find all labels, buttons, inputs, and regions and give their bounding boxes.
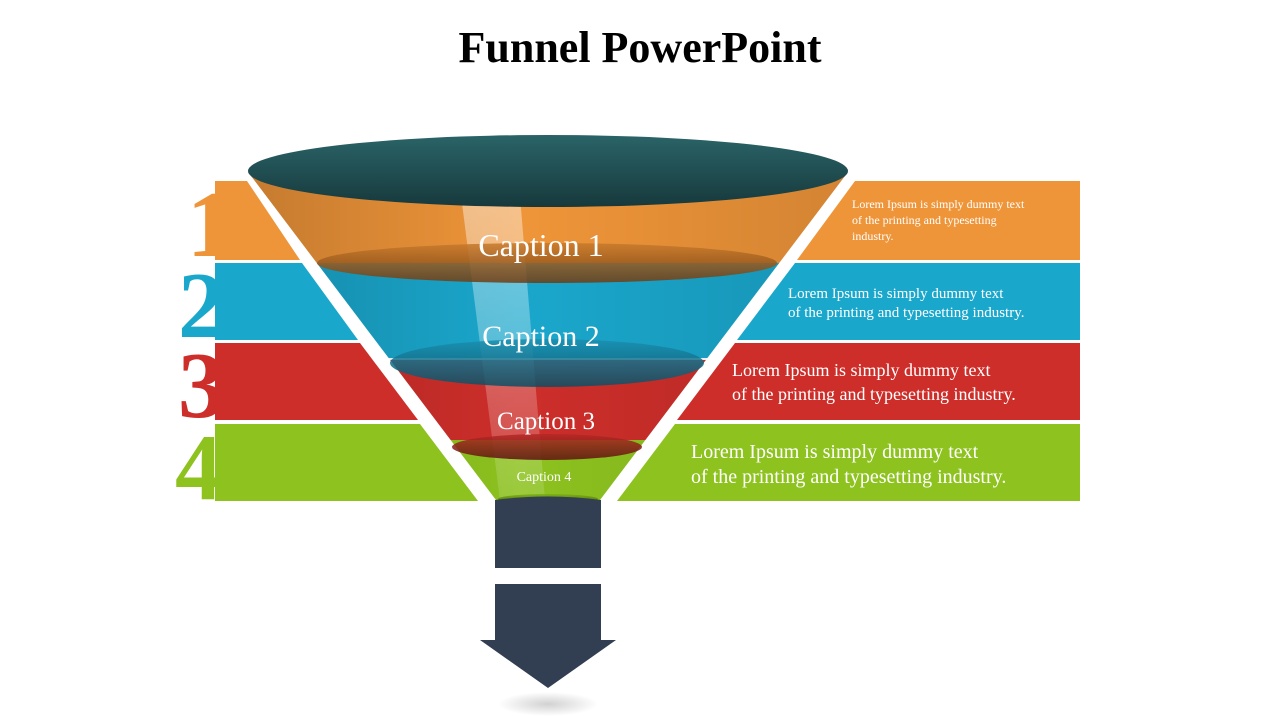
- stage-3-number: 3: [178, 334, 225, 438]
- stage-2-number: 2: [178, 254, 225, 358]
- funnel-spout: [495, 496, 601, 568]
- down-arrow-icon: [480, 584, 616, 688]
- stage-2-text-box: Lorem Ipsum is simply dummy text of the …: [737, 263, 1080, 340]
- funnel-divider-3: [452, 434, 642, 460]
- stage-3-text-line-2: of the printing and typesetting industry…: [732, 384, 1016, 404]
- funnel-divider-2: [390, 339, 704, 387]
- stage-4-text-box: Lorem Ipsum is simply dummy text of the …: [617, 424, 1080, 501]
- stage-1-text-line-1: Lorem Ipsum is simply dummy text: [852, 197, 1025, 211]
- stage-1-caption: Caption 1: [478, 227, 603, 263]
- stage-4-band-left: [215, 424, 478, 501]
- stage-3-text-box: Lorem Ipsum is simply dummy text of the …: [677, 343, 1080, 420]
- stage-3-caption: Caption 3: [497, 408, 595, 435]
- stage-4-text-line-2: of the printing and typesetting industry…: [691, 466, 1006, 488]
- stage-2-band-right: [737, 263, 1080, 340]
- stage-2-caption: Caption 2: [482, 320, 600, 353]
- stage-1-number: 1: [187, 173, 234, 277]
- stage-1-band-left: [215, 181, 300, 260]
- funnel-divider-1: [317, 243, 777, 283]
- stage-1-text-box: Lorem Ipsum is simply dummy text of the …: [797, 181, 1080, 260]
- stage-3-band-right: [677, 343, 1080, 420]
- stage-4-caption: Caption 4: [517, 470, 572, 485]
- stage-1-text-line-2: of the printing and typesetting: [852, 213, 997, 227]
- funnel-rim: [248, 135, 848, 207]
- stage-4-text-line-1: Lorem Ipsum is simply dummy text: [691, 441, 979, 463]
- arrow-shadow: [498, 692, 598, 716]
- slide-title: Funnel PowerPoint: [458, 23, 822, 72]
- stage-1-text-line-3: industry.: [852, 229, 894, 243]
- stage-1-band-right: [797, 181, 1080, 260]
- stage-2-text-line-2: of the printing and typesetting industry…: [788, 305, 1025, 321]
- stage-2-band-left: [215, 263, 358, 340]
- stage-2-text-line-1: Lorem Ipsum is simply dummy text: [788, 286, 1004, 302]
- stage-4-band-right: [617, 424, 1080, 501]
- stage-3-band-left: [215, 343, 418, 420]
- stage-4-number: 4: [175, 416, 222, 520]
- stage-3-text-line-1: Lorem Ipsum is simply dummy text: [732, 360, 991, 380]
